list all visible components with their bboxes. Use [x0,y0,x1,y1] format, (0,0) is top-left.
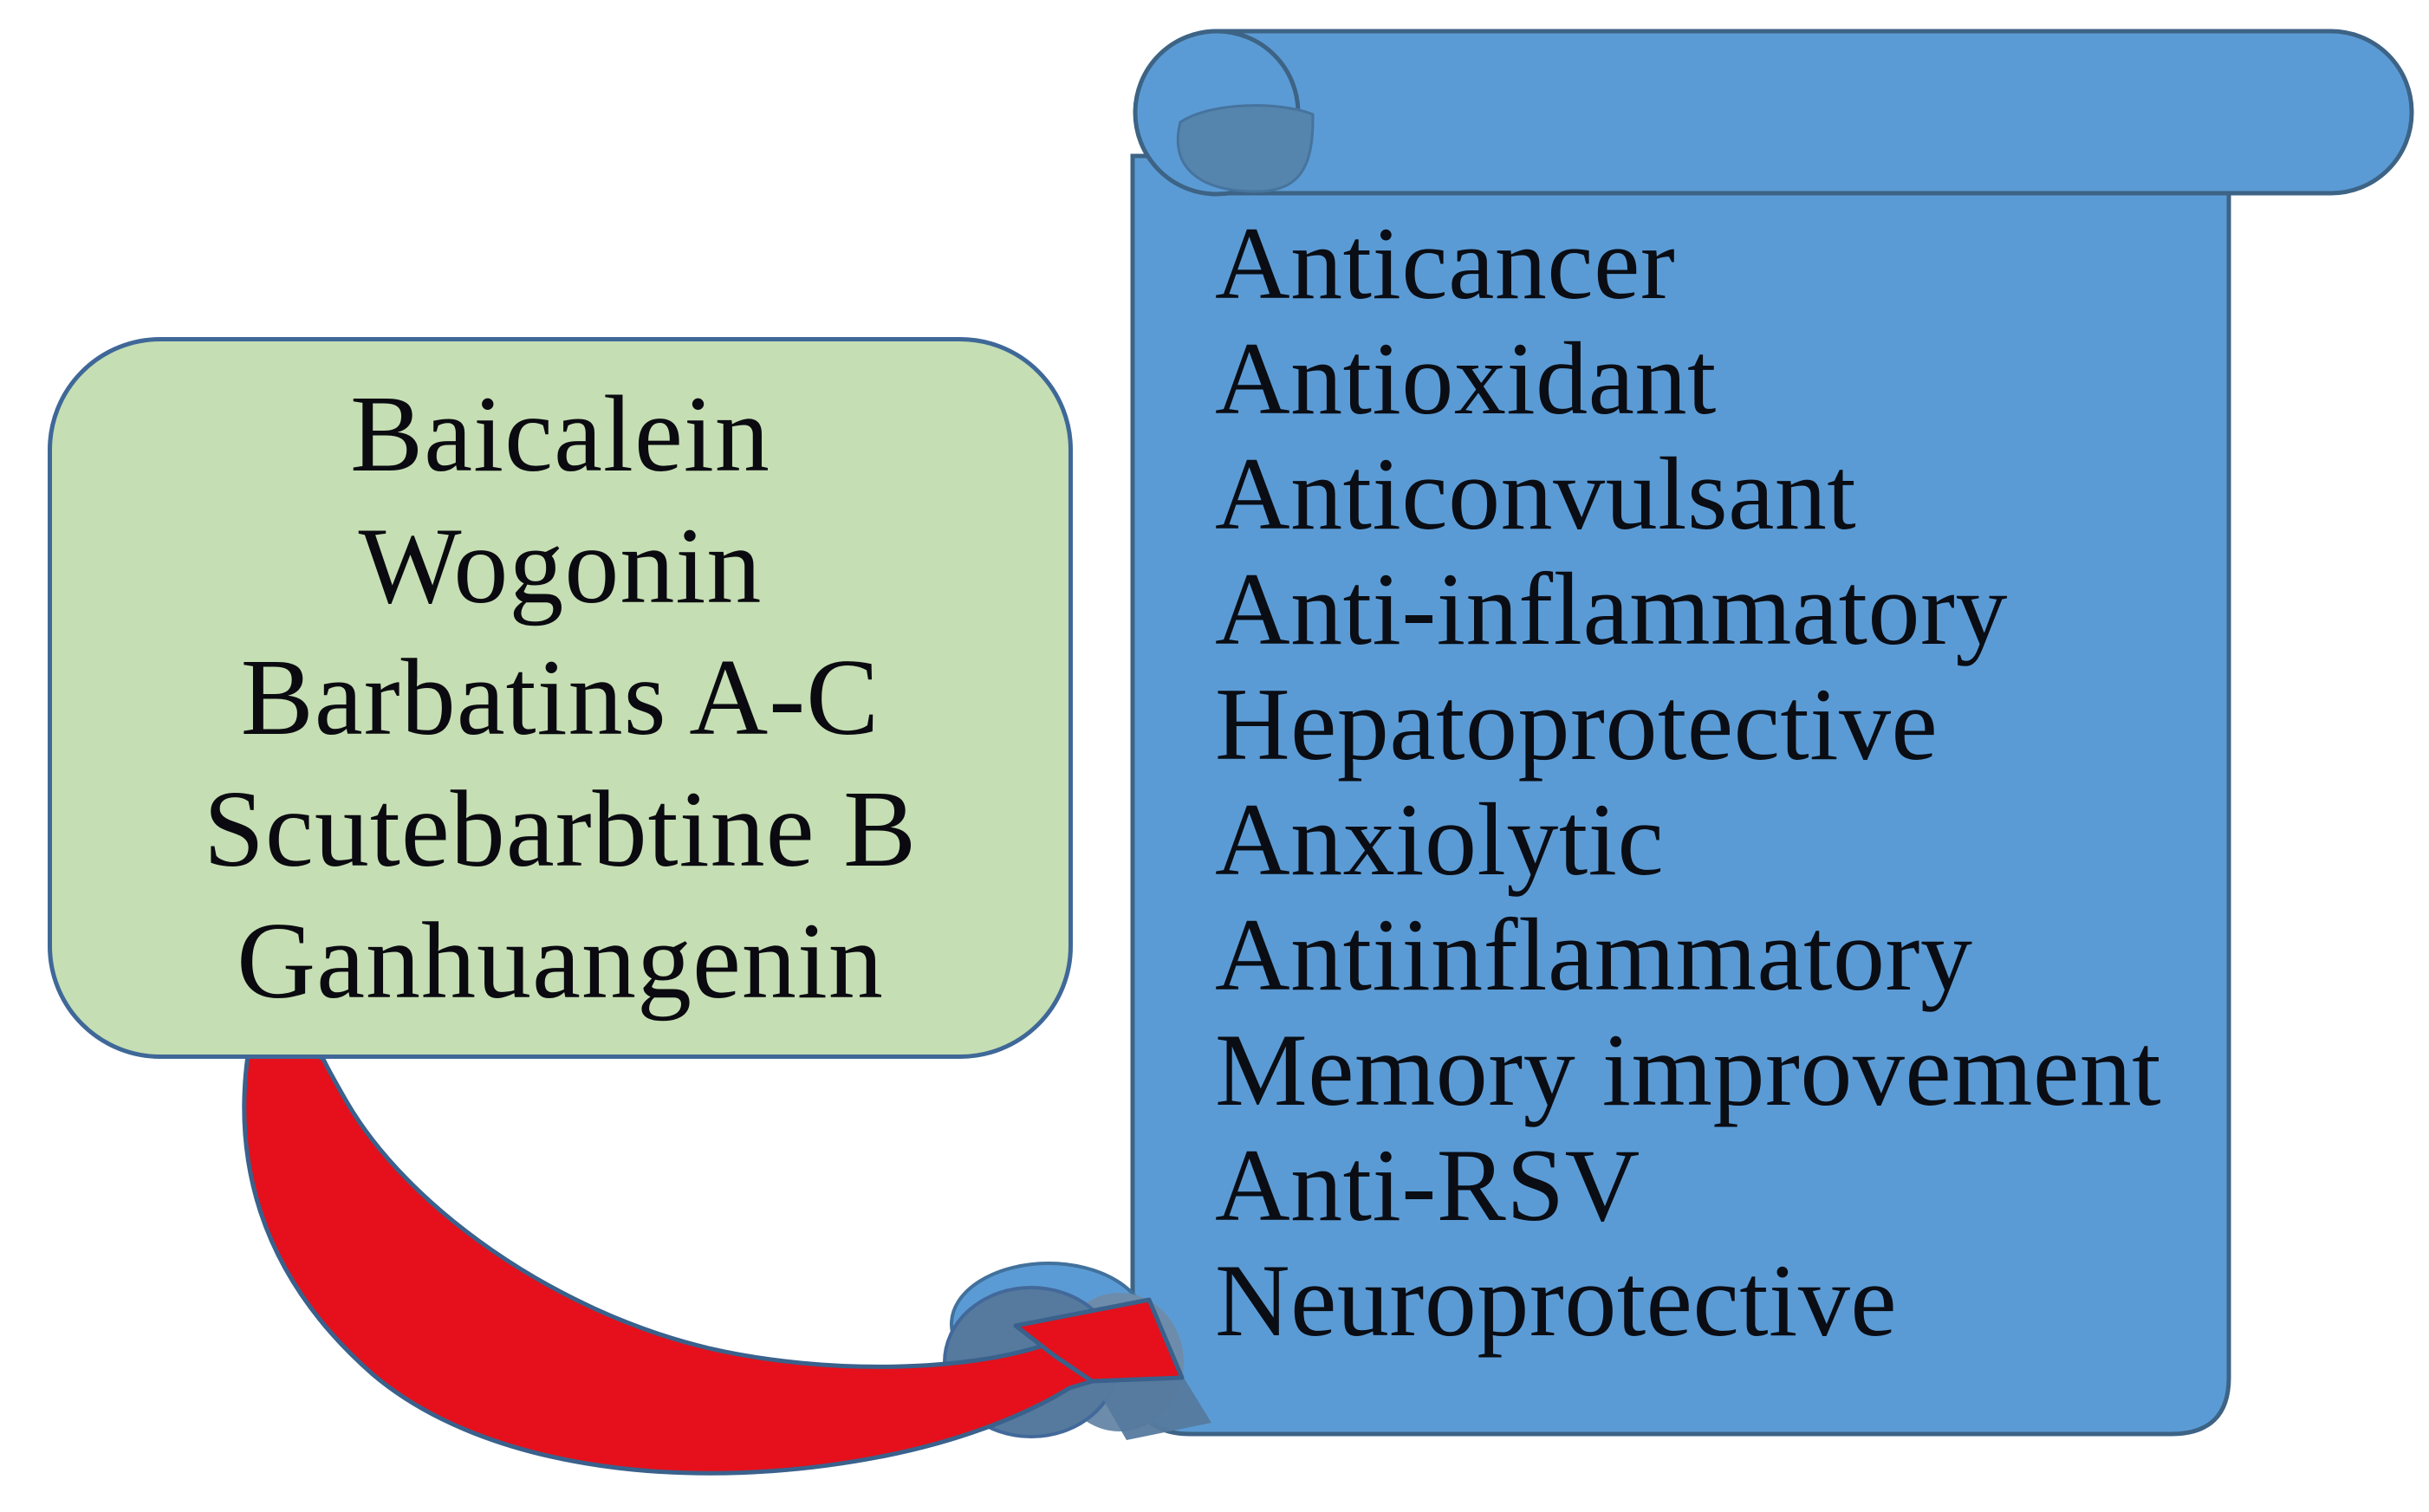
activity-name: Anti-RSV [1215,1127,1640,1243]
activity-name: Antioxidant [1215,321,1717,436]
activity-name: Memory improvement [1215,1012,2162,1127]
activity-name: Antiinflammatory [1215,897,1973,1012]
scroll-top-roll [1134,29,2414,196]
compound-name: Scutebarbtine B [203,769,918,890]
activity-name: Anticancer [1215,205,1676,321]
activity-name: Hepatoprotective [1215,666,1939,782]
compound-name: Barbatins A-C [240,637,880,758]
activities-list: Anticancer Antioxidant Anticonvulsant An… [1215,205,2220,1358]
activity-name: Neuroprotective [1215,1243,1898,1358]
compound-name: Wogonin [358,505,763,626]
compound-name: Baicalein [350,373,770,495]
activity-name: Anxiolytic [1215,782,1665,897]
compounds-box: Baicalein Wogonin Barbatins A-C Scutebar… [48,337,1073,1059]
flow-arrow-tail [242,1027,1107,1476]
activity-name: Anti-inflammatory [1215,551,2008,666]
arrow-barb-shadow [1094,1378,1211,1440]
activity-name: Anticonvulsant [1215,436,1857,551]
flow-arrow-head [1013,1297,1185,1384]
scroll-top-curl-inner [1176,104,1315,193]
compound-name: Ganhuangenin [237,900,884,1022]
